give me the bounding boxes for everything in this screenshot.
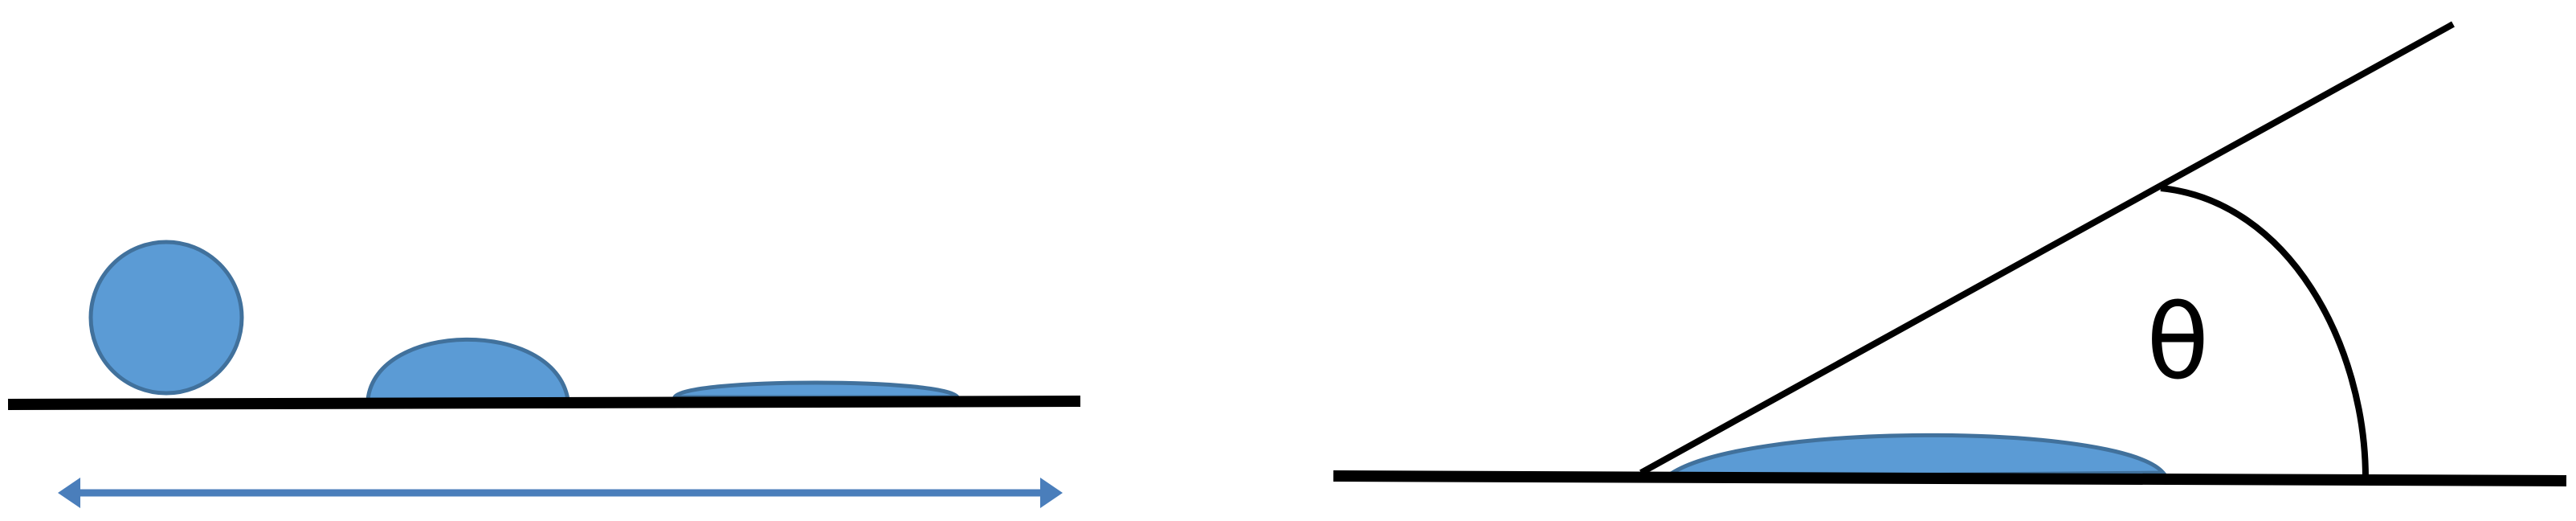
left-surface-line [7,396,1081,410]
right-panel: θ [1333,21,2567,486]
wetting-droplet [1660,433,2168,479]
angle-arc [2160,185,2369,479]
flat-droplet [672,380,961,400]
arrow-head-left [58,478,80,508]
right-surface-line [1333,470,2567,486]
tangent-line [1639,21,2455,476]
spherical-droplet [88,240,244,396]
left-panel [7,240,1081,508]
theta-label: θ [2146,283,2209,403]
double-headed-arrow [58,478,1063,508]
arrow-head-right [1040,478,1063,508]
dome-droplet [365,337,570,402]
